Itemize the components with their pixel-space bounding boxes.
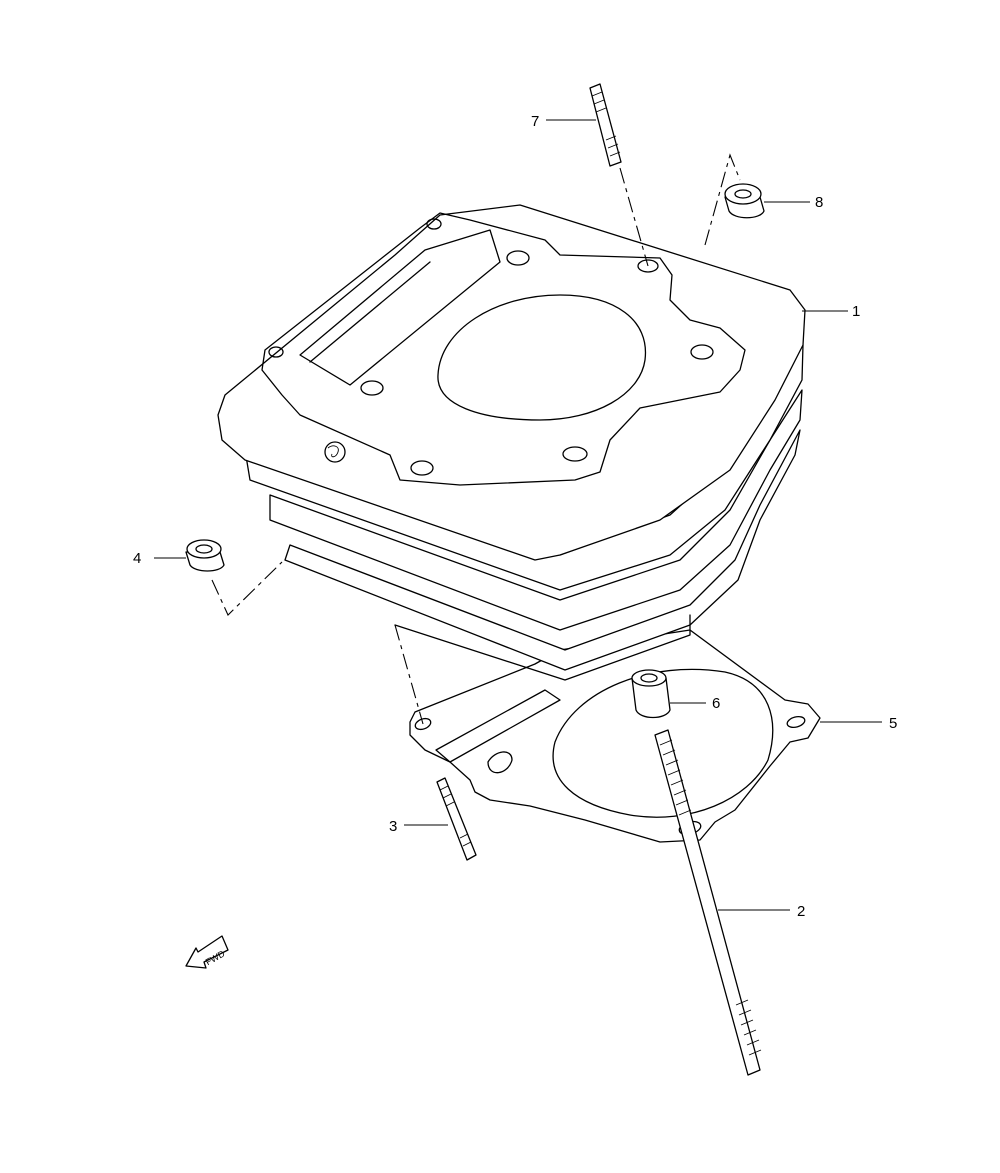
callout-8: 8 [815,194,823,211]
callout-5: 5 [889,715,897,732]
cylinder-stud-long [654,729,762,1076]
cylinder-stud-top [589,83,622,167]
cylinder-block [217,204,806,681]
callout-3: 3 [389,818,397,835]
callout-4: 4 [133,550,141,567]
nut-right [724,183,765,219]
assembly-line-nut-right [704,153,741,246]
callout-7: 7 [531,113,539,130]
callout-2: 2 [797,903,805,920]
assembly-line-stud-top [619,167,649,267]
cylinder-stud-short [436,777,477,861]
dowel-pin [631,669,671,719]
nut-left [185,539,225,572]
assembly-line-gasket [394,624,424,725]
fwd-arrow-icon: FWD [185,935,229,969]
callout-6: 6 [712,695,720,712]
callout-1: 1 [852,303,860,320]
assembly-line-nut-left [211,561,283,616]
cylinder-base-gasket [409,629,821,843]
